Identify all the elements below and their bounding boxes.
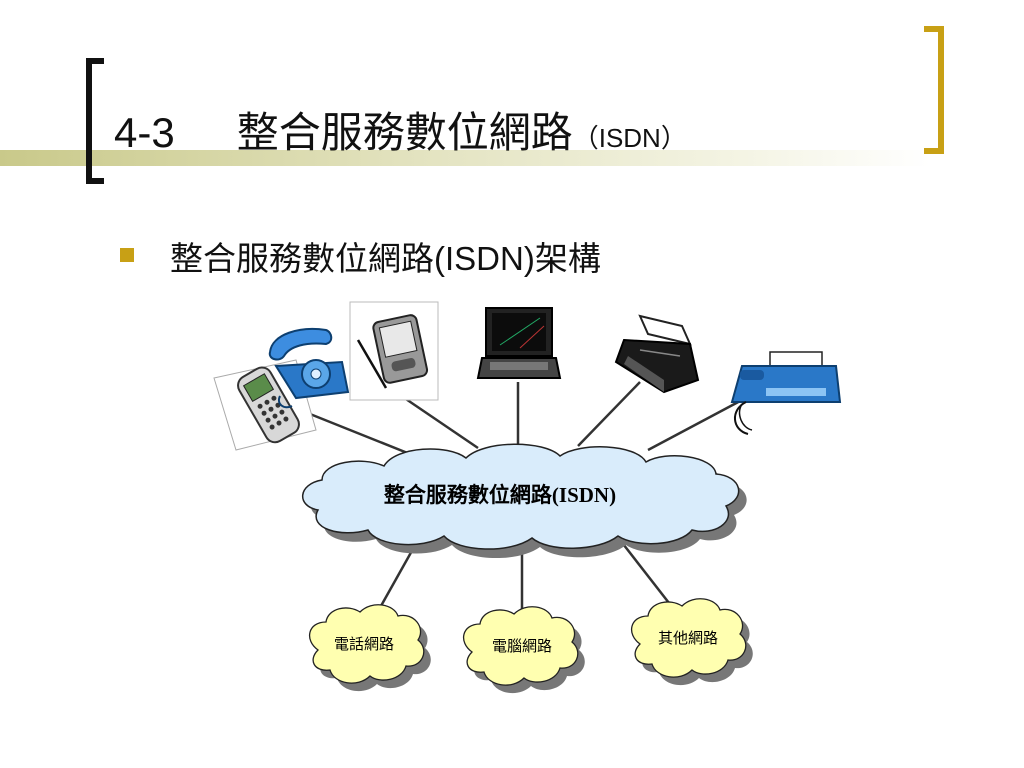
left-bracket xyxy=(86,58,104,184)
bullet-square-icon xyxy=(120,248,134,262)
sub-cloud-other: 其他網路 xyxy=(630,598,753,686)
line-other-net xyxy=(619,539,677,613)
line-fax xyxy=(647,398,743,452)
title-number: 4-3 xyxy=(114,109,175,156)
sub-cloud-phone-label: 電話網路 xyxy=(334,635,394,653)
slide-title: 4-3 整合服務數位網路（ISDN） xyxy=(114,98,687,168)
line-mobile xyxy=(299,408,421,460)
right-bracket xyxy=(924,26,944,154)
sub-cloud-other-label: 其他網路 xyxy=(658,629,718,647)
title-underline-bar xyxy=(0,150,930,166)
title-paren: （ISDN） xyxy=(572,123,687,153)
fax-icon xyxy=(730,351,842,435)
main-cloud-label: 整合服務數位網路(ISDN) xyxy=(384,483,616,507)
line-printer xyxy=(577,381,641,447)
sub-cloud-computer-label: 電腦網路 xyxy=(492,637,552,655)
line-pda xyxy=(399,393,479,450)
title-text: 整合服務數位網路 xyxy=(236,108,573,157)
laptop-icon xyxy=(476,307,562,379)
telephone-icon xyxy=(268,328,350,409)
sub-cloud-computer: 電腦網路 xyxy=(462,606,585,694)
pda-icon xyxy=(349,301,439,401)
sub-cloud-phone: 電話網路 xyxy=(308,604,431,692)
printer-icon xyxy=(614,314,700,394)
main-cloud: 整合服務數位網路(ISDN) xyxy=(301,443,747,559)
bullet-text: 整合服務數位網路(ISDN)架構 xyxy=(170,240,601,277)
